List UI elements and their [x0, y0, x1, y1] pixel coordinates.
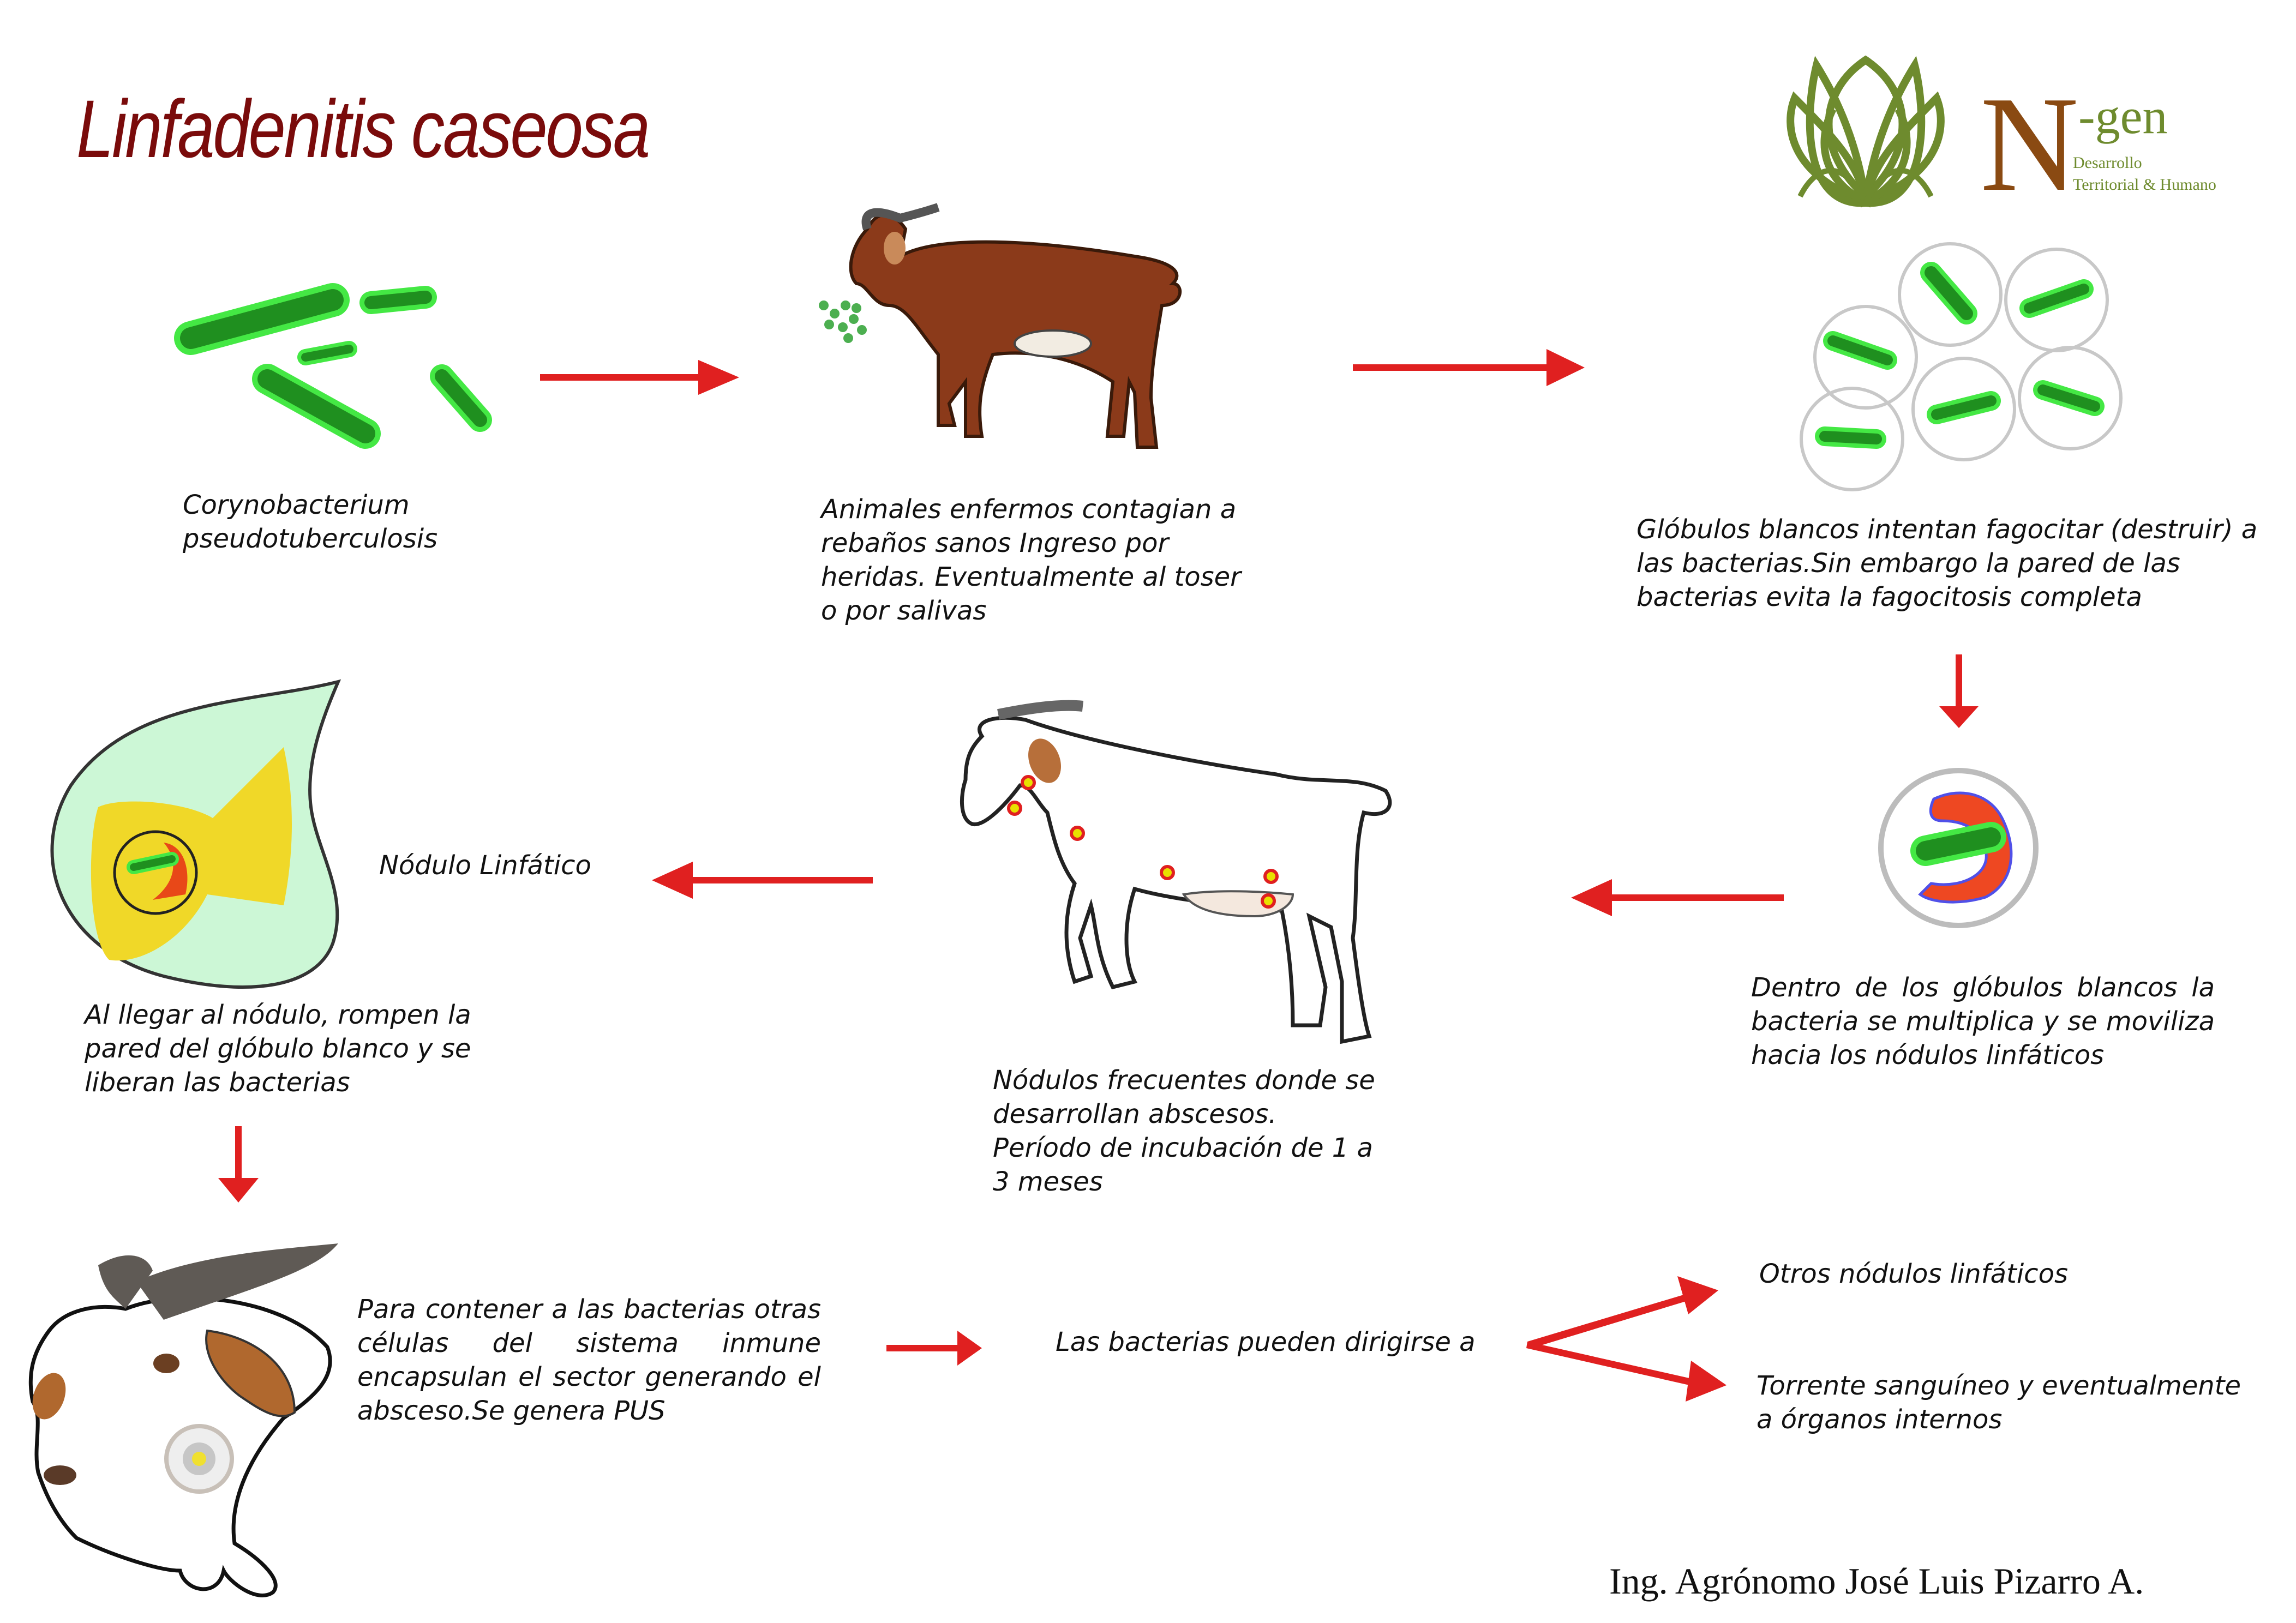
- sick-goat-illustration: [849, 203, 1182, 449]
- goat-horn: [861, 203, 940, 231]
- goat-head-abscess-illustration: [28, 1243, 338, 1597]
- diagram-title: Linfadenitis caseosa: [76, 83, 650, 175]
- nodes-text: Nódulos frecuentes donde se desarrollan …: [993, 1065, 1375, 1197]
- white-goat-illustration: [960, 700, 1392, 1044]
- logo-mark: N: [1980, 69, 2079, 220]
- author-credit: Ing. Agrónomo José Luis Pizarro A.: [1609, 1560, 2144, 1602]
- bacterium: [1815, 262, 2105, 449]
- lymph-node-illustration: [50, 679, 341, 989]
- lymph-node-markers: [1007, 775, 1279, 909]
- goat-ear: [205, 1329, 296, 1417]
- goat-ear: [32, 1373, 66, 1420]
- arrow-left: [652, 862, 873, 899]
- contagion-text: Animales enfermos contagian a rebaños sa…: [821, 494, 1241, 626]
- white-blood-cells-illustration: [1800, 242, 2123, 491]
- goat-udder: [1182, 890, 1294, 918]
- lotus-logo-icon: [1787, 55, 1945, 208]
- bacterium: [174, 283, 492, 449]
- arrow-branch: [1526, 1276, 1727, 1402]
- arrow-down: [1939, 654, 1979, 728]
- goat-body: [960, 716, 1392, 1044]
- infected-cell-illustration: [1878, 768, 2039, 928]
- bacteria-illustration: [174, 283, 492, 449]
- goat-horn: [136, 1243, 338, 1320]
- bacteria-label: Corynobacterium pseudotuberculosis: [183, 490, 438, 554]
- arrow-down: [218, 1126, 259, 1203]
- arrow-right: [540, 360, 739, 395]
- arrow-right: [886, 1331, 982, 1366]
- logo-subtitle: Territorial & Humano: [2073, 176, 2216, 194]
- phagocytosis-text: Glóbulos blancos intentan fagocitar (des…: [1636, 514, 2258, 612]
- goat-nose: [44, 1465, 76, 1485]
- arrow-right: [1353, 349, 1585, 386]
- goat-ear: [884, 232, 906, 265]
- goat-udder: [1014, 329, 1092, 358]
- bloodstream-text: Torrente sanguíneo y eventualmente a órg…: [1757, 1370, 2241, 1435]
- logo-subtitle: Desarrollo: [2073, 154, 2142, 172]
- saliva-droplets: [819, 300, 867, 343]
- other-nodes-text: Otros nódulos linfáticos: [1759, 1259, 2068, 1289]
- arrow-left: [1571, 879, 1784, 916]
- multiplication-text: Dentro de los glóbulos blancos la bacter…: [1751, 972, 2215, 1071]
- goat-ear: [1028, 738, 1061, 783]
- spread-text: Las bacterias pueden dirigirse a: [1056, 1327, 1476, 1357]
- logo-name: -gen: [2078, 88, 2168, 144]
- lymph-node-label: Nódulo Linfático: [379, 850, 591, 881]
- release-text: Al llegar al nódulo, rompen la pared del…: [85, 1000, 471, 1098]
- flow-arrows: [218, 349, 1979, 1402]
- abscess-text: Para contener a las bacterias otras célu…: [357, 1294, 821, 1426]
- goat-horn: [997, 700, 1084, 720]
- goat-horn: [98, 1255, 153, 1309]
- goat-eye: [153, 1354, 179, 1373]
